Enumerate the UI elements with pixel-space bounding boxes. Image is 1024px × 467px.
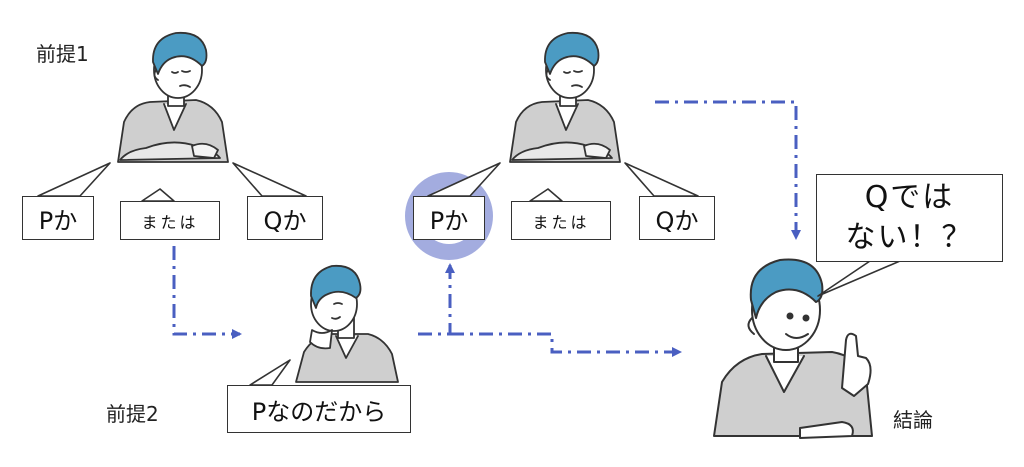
conclusion-line1: Qでは xyxy=(864,180,955,215)
person-premise1 xyxy=(117,31,229,163)
person-premise2 xyxy=(295,264,399,383)
label-premise2: 前提2 xyxy=(106,402,159,426)
bubble-or-right: または xyxy=(511,201,611,240)
bubble-p-because: Pなのだから xyxy=(227,385,411,433)
conclusion-line2: ない！？ xyxy=(845,220,974,255)
bubble-q-left: Qか xyxy=(247,196,323,240)
bubble-or-left: または xyxy=(120,201,220,240)
arrow-to-conclusion xyxy=(450,332,682,357)
label-premise1: 前提1 xyxy=(36,42,89,66)
flow-arrows xyxy=(172,100,801,357)
bubble-tails xyxy=(37,162,901,386)
bubble-p-left: Pか xyxy=(22,196,94,240)
label-conclusion: 結論 xyxy=(893,408,933,432)
bubble-conclusion: Qでは ない！？ xyxy=(816,174,1003,262)
arrow-or-to-premise2 xyxy=(172,246,242,339)
bubble-p-right: Pか xyxy=(413,196,485,240)
person-conclusion xyxy=(713,258,873,439)
arrow-premise2-to-p xyxy=(418,263,455,336)
bubble-q-right: Qか xyxy=(639,196,715,240)
person-premise1-copy xyxy=(509,31,621,163)
